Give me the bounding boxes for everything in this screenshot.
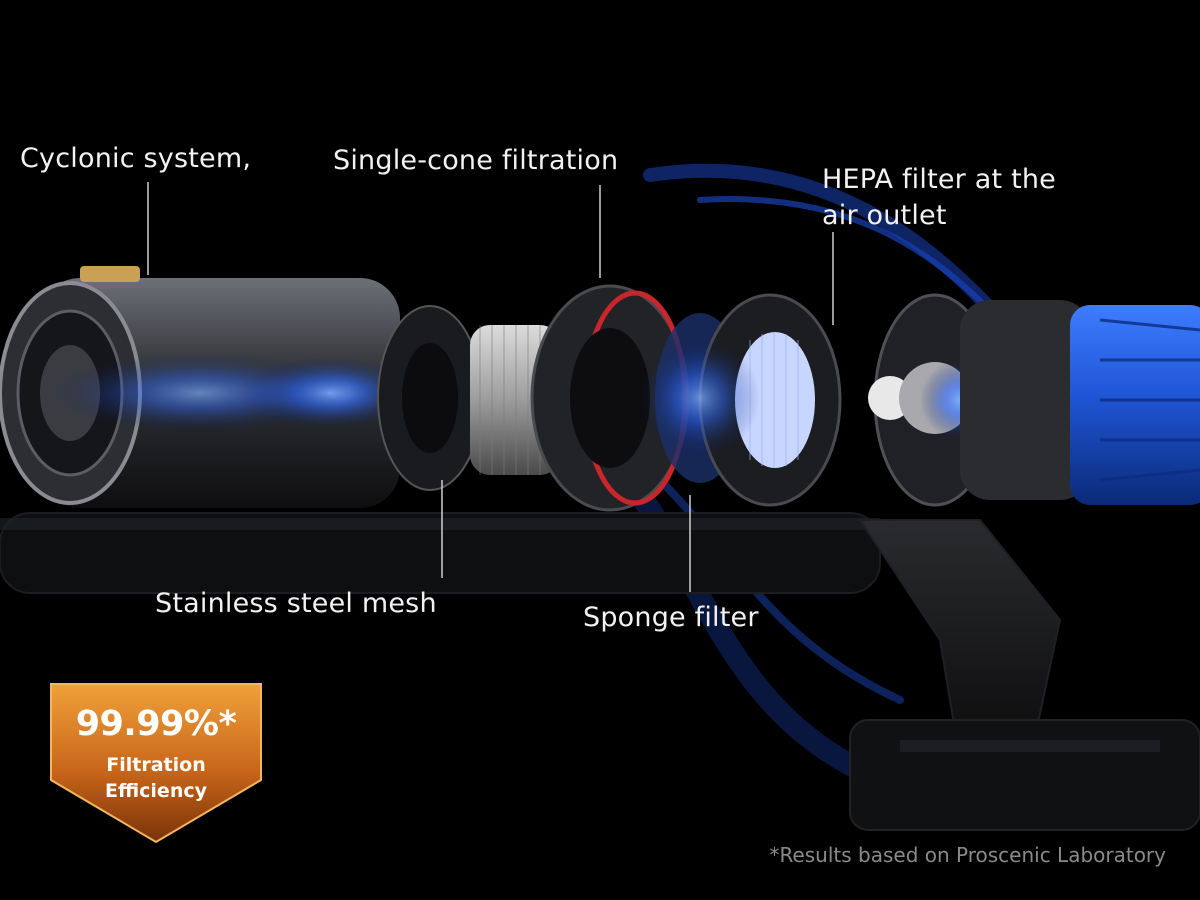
badge-line1: Filtration: [106, 754, 206, 776]
label-single-cone-filtration: Single-cone filtration: [333, 145, 619, 176]
motor-housing: [868, 293, 1090, 507]
bin-cover-ring: [377, 305, 483, 491]
label-hepa-filter: HEPA filter at the air outlet: [822, 162, 1056, 234]
label-sponge-filter: Sponge filter: [583, 602, 759, 633]
label-stainless-steel-mesh: Stainless steel mesh: [155, 588, 437, 619]
efficiency-badge-shape: [50, 683, 262, 844]
blue-battery-body: [1070, 305, 1200, 505]
sponge-and-hepa-filter: [640, 293, 842, 507]
footnote: *Results based on Proscenic Laboratory: [769, 843, 1166, 867]
label-hepa-line1: HEPA filter at the: [822, 164, 1056, 195]
efficiency-badge: 99.99%* Filtration Efficiency: [51, 684, 261, 844]
leader-lines: [147, 182, 834, 592]
vacuum-handle: [849, 519, 1200, 831]
single-cone-filter: [530, 284, 690, 512]
badge-value: 99.99%*: [75, 704, 237, 744]
label-hepa-line2: air outlet: [822, 200, 947, 231]
cyclonic-bin: [0, 266, 420, 508]
label-cyclonic-system: Cyclonic system,: [20, 143, 252, 174]
vacuum-tube: [0, 512, 881, 594]
badge-line2: Efficiency: [104, 780, 207, 802]
